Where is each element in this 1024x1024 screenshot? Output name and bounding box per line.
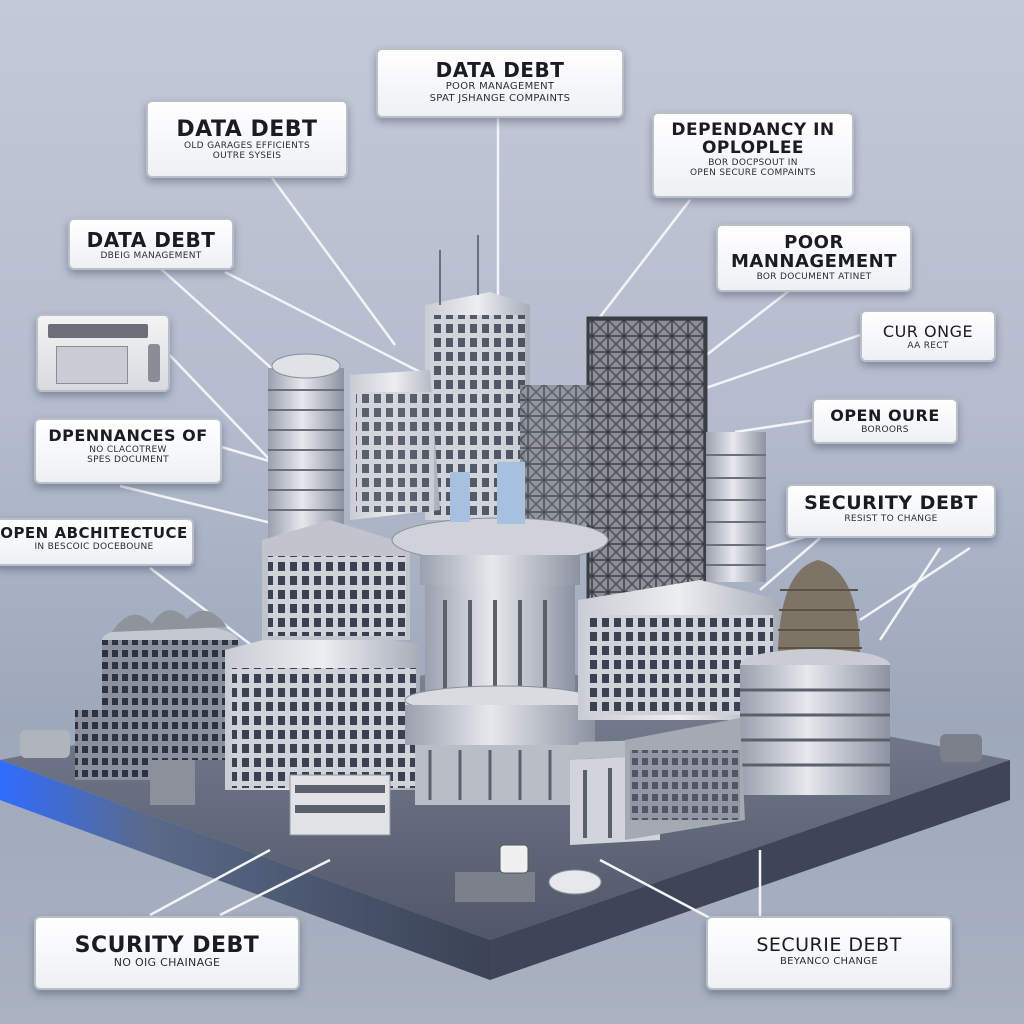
label-title: DPENNANCES OF xyxy=(48,426,208,445)
label-title: POOR xyxy=(784,232,844,253)
label-data-debt-small: DATA DEBT DBEIG MANAGEMENT xyxy=(68,218,234,270)
device-screen xyxy=(48,324,148,338)
label-open-oure: OPEN OURE BOROORS xyxy=(812,398,958,444)
label-sub: RESIST TO CHANGE xyxy=(844,513,938,524)
label-sub: SPAT JSHANGE COMPAINTS xyxy=(429,92,571,104)
label-data-debt-top: DATA DEBT POOR MANAGEMENT SPAT JSHANGE C… xyxy=(376,48,624,118)
stacked-tower-right xyxy=(706,432,766,582)
label-sub: OUTRE SYSEIS xyxy=(212,151,282,162)
label-title: DATA DEBT xyxy=(86,228,216,252)
label-sub: BOR DOCUMENT ATINET xyxy=(756,271,872,282)
device-panel xyxy=(56,346,128,384)
label-poor-management: POOR MANNAGEMENT BOR DOCUMENT ATINET xyxy=(716,224,912,292)
label-sub: IN BESCOIC DOCEBOUNE xyxy=(34,541,154,552)
device-knob xyxy=(148,344,160,382)
label-title: SCURITY DEBT xyxy=(74,933,260,958)
label-sub: POOR MANAGEMENT xyxy=(445,81,555,92)
stacked-tower-left xyxy=(268,353,344,548)
label-sub: OLD GARAGES EFFICIENTS xyxy=(183,141,310,152)
label-sub: OPEN SECURE COMPAINTS xyxy=(690,168,816,179)
label-security-debt-right: SECURITY DEBT RESIST TO CHANGE xyxy=(786,484,996,538)
label-title: SECURIE DEBT xyxy=(756,934,902,956)
label-sub: BOR DOCPSOUT IN xyxy=(708,157,798,168)
label-dependancy: DEPENDANCY IN OPLOPLEE BOR DOCPSOUT IN O… xyxy=(652,112,854,198)
office-block-left xyxy=(225,520,420,790)
label-cur-onge: CUR ONGE AA RECT xyxy=(860,310,996,362)
label-title: SECURITY DEBT xyxy=(804,492,978,514)
label-title: OPEN OURE xyxy=(830,406,940,425)
label-data-debt-left: DATA DEBT OLD GARAGES EFFICIENTS OUTRE S… xyxy=(146,100,348,178)
central-rotunda xyxy=(391,462,609,805)
label-sub: NO OIG CHAINAGE xyxy=(113,956,221,970)
label-sub: BOROORS xyxy=(861,424,909,435)
label-scurity-debt: SCURITY DEBT NO OIG CHAINAGE xyxy=(34,916,300,990)
label-sub: DBEIG MANAGEMENT xyxy=(100,251,202,261)
front-buildings xyxy=(20,710,982,902)
office-building-left xyxy=(350,370,440,520)
label-title: OPEN ABCHITECTUCE xyxy=(0,524,188,542)
coin-stack-tower xyxy=(740,560,890,795)
label-title: DEPENDANCY IN xyxy=(671,120,835,140)
label-sub: AA RECT xyxy=(907,340,949,351)
label-title: DATA DEBT xyxy=(435,58,565,82)
label-title: DATA DEBT xyxy=(176,117,318,142)
label-title: OPLOPLEE xyxy=(701,137,805,158)
label-title: MANNAGEMENT xyxy=(730,250,898,272)
label-title: CUR ONGE xyxy=(882,322,974,341)
label-secure-debt: SECURIE DEBT BEYANCO CHANGE xyxy=(706,916,952,990)
label-sub: NO CLACOTREW xyxy=(89,444,167,455)
label-open-architecture: OPEN ABCHITECTUCE IN BESCOIC DOCEBOUNE xyxy=(0,518,194,566)
label-sub: BEYANCO CHANGE xyxy=(780,955,878,967)
control-panel-device-icon xyxy=(36,314,170,392)
label-sub: SPES DOCUMENT xyxy=(87,455,169,466)
label-dependences: DPENNANCES OF NO CLACOTREW SPES DOCUMENT xyxy=(34,418,222,484)
